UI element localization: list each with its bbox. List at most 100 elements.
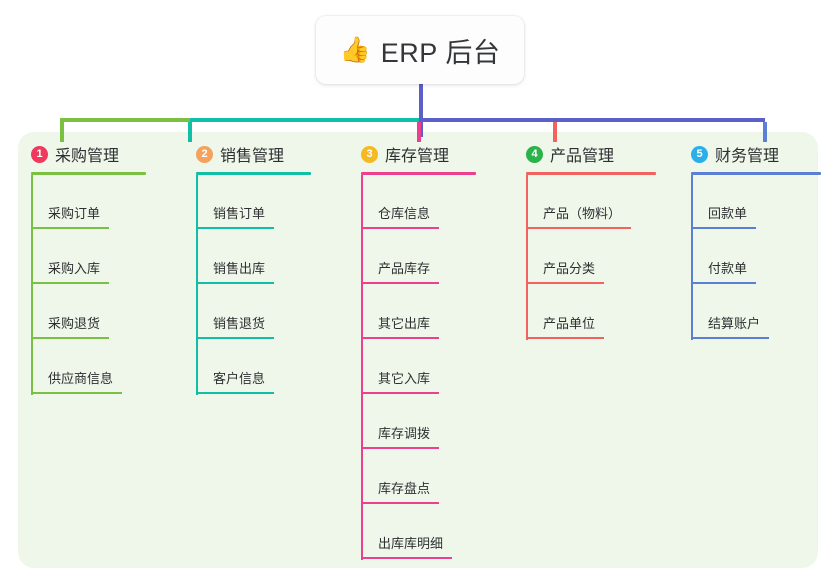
branch-item-label: 出库库明细 [378,536,444,551]
branch-item[interactable]: 库存调拨 [348,395,476,450]
branch-number-badge: 4 [526,145,543,163]
branch-item-label: 付款单 [708,261,748,276]
branch-item[interactable]: 结算账户 [678,285,821,340]
branch-item[interactable]: 销售退货 [183,285,311,340]
branch-item-rule [361,557,452,559]
branch-item-rule [361,392,439,394]
branch-item[interactable]: 产品分类 [513,230,656,285]
branch-item[interactable]: 回款单 [678,175,821,230]
green-segment [60,118,190,122]
branch-item-label: 产品分类 [543,261,596,276]
branch-header-rule [526,172,656,175]
branch-header-rule [196,172,311,175]
blue-segment [419,118,765,122]
branch-header-purchasing[interactable]: 1 采购管理 [18,142,146,166]
drop-2 [188,122,192,142]
branch-item-label: 客户信息 [213,371,266,386]
branch-item-label: 结算账户 [708,316,761,331]
branch-item[interactable]: 产品库存 [348,230,476,285]
branch-item-rule [526,227,631,229]
branch-item-label: 采购订单 [48,206,101,221]
branch-item-label: 采购入库 [48,261,101,276]
branch-item-label: 供应商信息 [48,371,114,386]
branch-item-label: 产品库存 [378,261,431,276]
branch-item-list: 回款单付款单结算账户 [678,175,821,340]
branch-item-rule [526,337,604,339]
branch-header-rule [691,172,821,175]
branch-item-rule [526,282,604,284]
root-stem-connector [419,84,423,137]
branch-item[interactable]: 出库库明细 [348,505,476,560]
branch-item-list: 采购订单采购入库采购退货供应商信息 [18,175,146,395]
branch-item-label: 产品（物料） [543,206,622,221]
branch-item-label: 销售订单 [213,206,266,221]
branch-number-badge: 5 [691,145,708,163]
branch-column-purchasing: 1 采购管理采购订单采购入库采购退货供应商信息 [18,142,146,395]
branch-item-rule [31,337,109,339]
branch-item-label: 库存盘点 [378,481,431,496]
branch-spine-connector [526,175,528,340]
branch-item-rule [361,337,439,339]
branch-item-rule [691,227,756,229]
branch-item[interactable]: 仓库信息 [348,175,476,230]
drop-3 [417,122,421,142]
branch-item[interactable]: 其它入库 [348,340,476,395]
branch-item-label: 采购退货 [48,316,101,331]
branch-item-rule [196,337,274,339]
drop-1 [60,122,64,142]
branch-item-rule [196,392,274,394]
branch-item[interactable]: 采购退货 [18,285,146,340]
branch-item-rule [31,227,109,229]
branch-item-label: 其它入库 [378,371,431,386]
branch-item-rule [31,282,109,284]
drop-5 [763,122,767,142]
branch-item-rule [361,227,439,229]
teal-segment [190,118,419,122]
branch-item[interactable]: 客户信息 [183,340,311,395]
branch-item-list: 产品（物料） 产品分类产品单位 [513,175,656,340]
branch-header-finance[interactable]: 5 财务管理 [678,142,821,166]
branch-item[interactable]: 供应商信息 [18,340,146,395]
branch-item-label: 产品单位 [543,316,596,331]
branch-item[interactable]: 产品（物料） [513,175,656,230]
branch-item-rule [361,502,439,504]
branch-item-label: 销售退货 [213,316,266,331]
branch-item-label: 销售出库 [213,261,266,276]
branch-title: 财务管理 [715,148,780,165]
branches-panel [18,132,818,568]
branch-item[interactable]: 销售订单 [183,175,311,230]
branch-header-rule [361,172,476,175]
branch-number-badge: 1 [31,145,48,163]
branch-item-rule [361,282,439,284]
branch-item[interactable]: 其它出库 [348,285,476,340]
branch-header-product[interactable]: 4 产品管理 [513,142,656,166]
branch-item[interactable]: 付款单 [678,230,821,285]
branch-item[interactable]: 产品单位 [513,285,656,340]
branch-spine-connector [361,175,363,560]
root-node[interactable]: 👍 ERP 后台 [316,16,524,84]
branch-item[interactable]: 采购入库 [18,230,146,285]
branch-item-label: 其它出库 [378,316,431,331]
branch-column-product: 4 产品管理产品（物料） 产品分类产品单位 [513,142,656,340]
thumbs-up-icon: 👍 [339,35,371,64]
branch-item-label: 仓库信息 [378,206,431,221]
branch-header-rule [31,172,146,175]
branch-item[interactable]: 库存盘点 [348,450,476,505]
branch-item-rule [691,282,756,284]
branch-item[interactable]: 采购订单 [18,175,146,230]
branch-item-list: 仓库信息产品库存其它出库其它入库库存调拨库存盘点出库库明细 [348,175,476,560]
branch-item-label: 库存调拨 [378,426,431,441]
branch-title: 产品管理 [550,148,615,165]
branch-item[interactable]: 销售出库 [183,230,311,285]
branch-item-rule [31,392,122,394]
branch-item-rule [196,282,274,284]
branch-title: 库存管理 [385,148,450,165]
branch-title: 采购管理 [55,148,120,165]
root-title: ERP 后台 [380,37,501,68]
branch-item-rule [361,447,439,449]
